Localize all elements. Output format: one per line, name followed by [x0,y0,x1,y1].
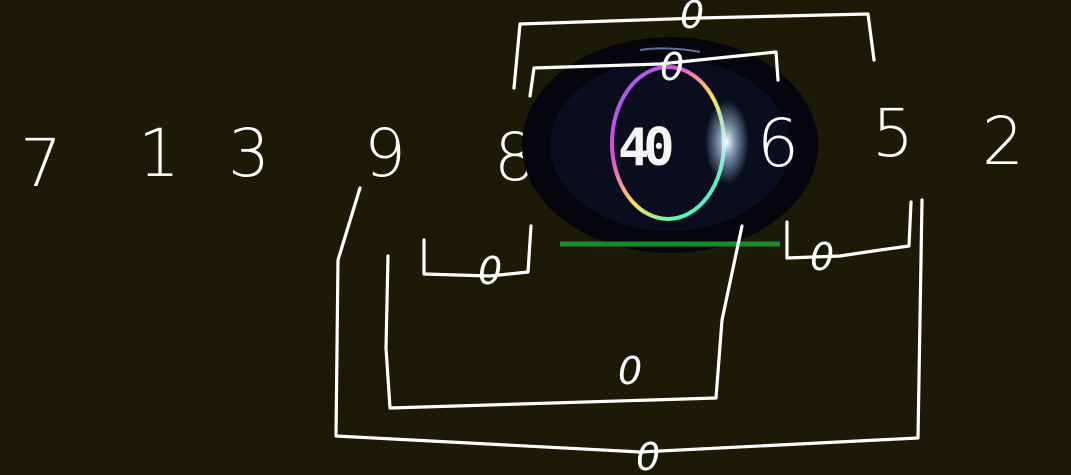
mark-top-inner: 0 [660,45,684,89]
mark-bottom-small-left: 0 [478,249,502,293]
bracket-bottom-small-right [787,202,911,258]
digit-3: 3 [228,115,270,192]
digit-4: 9 [364,115,406,192]
digit-8: 5 [872,95,914,172]
mark-bottom-small-right: 0 [810,235,834,279]
mark-bottom-outer: 0 [636,435,660,475]
bracket-bottom-middle [386,226,742,408]
digit-1: 7 [20,125,62,202]
mark-top-outer: 0 [680,0,704,37]
overlay-label: 40 [618,118,672,178]
digit-7: 6 [757,105,799,182]
mark-bottom-middle: 0 [618,349,642,393]
digit-2: 1 [138,115,180,192]
digit-9: 2 [982,103,1024,180]
